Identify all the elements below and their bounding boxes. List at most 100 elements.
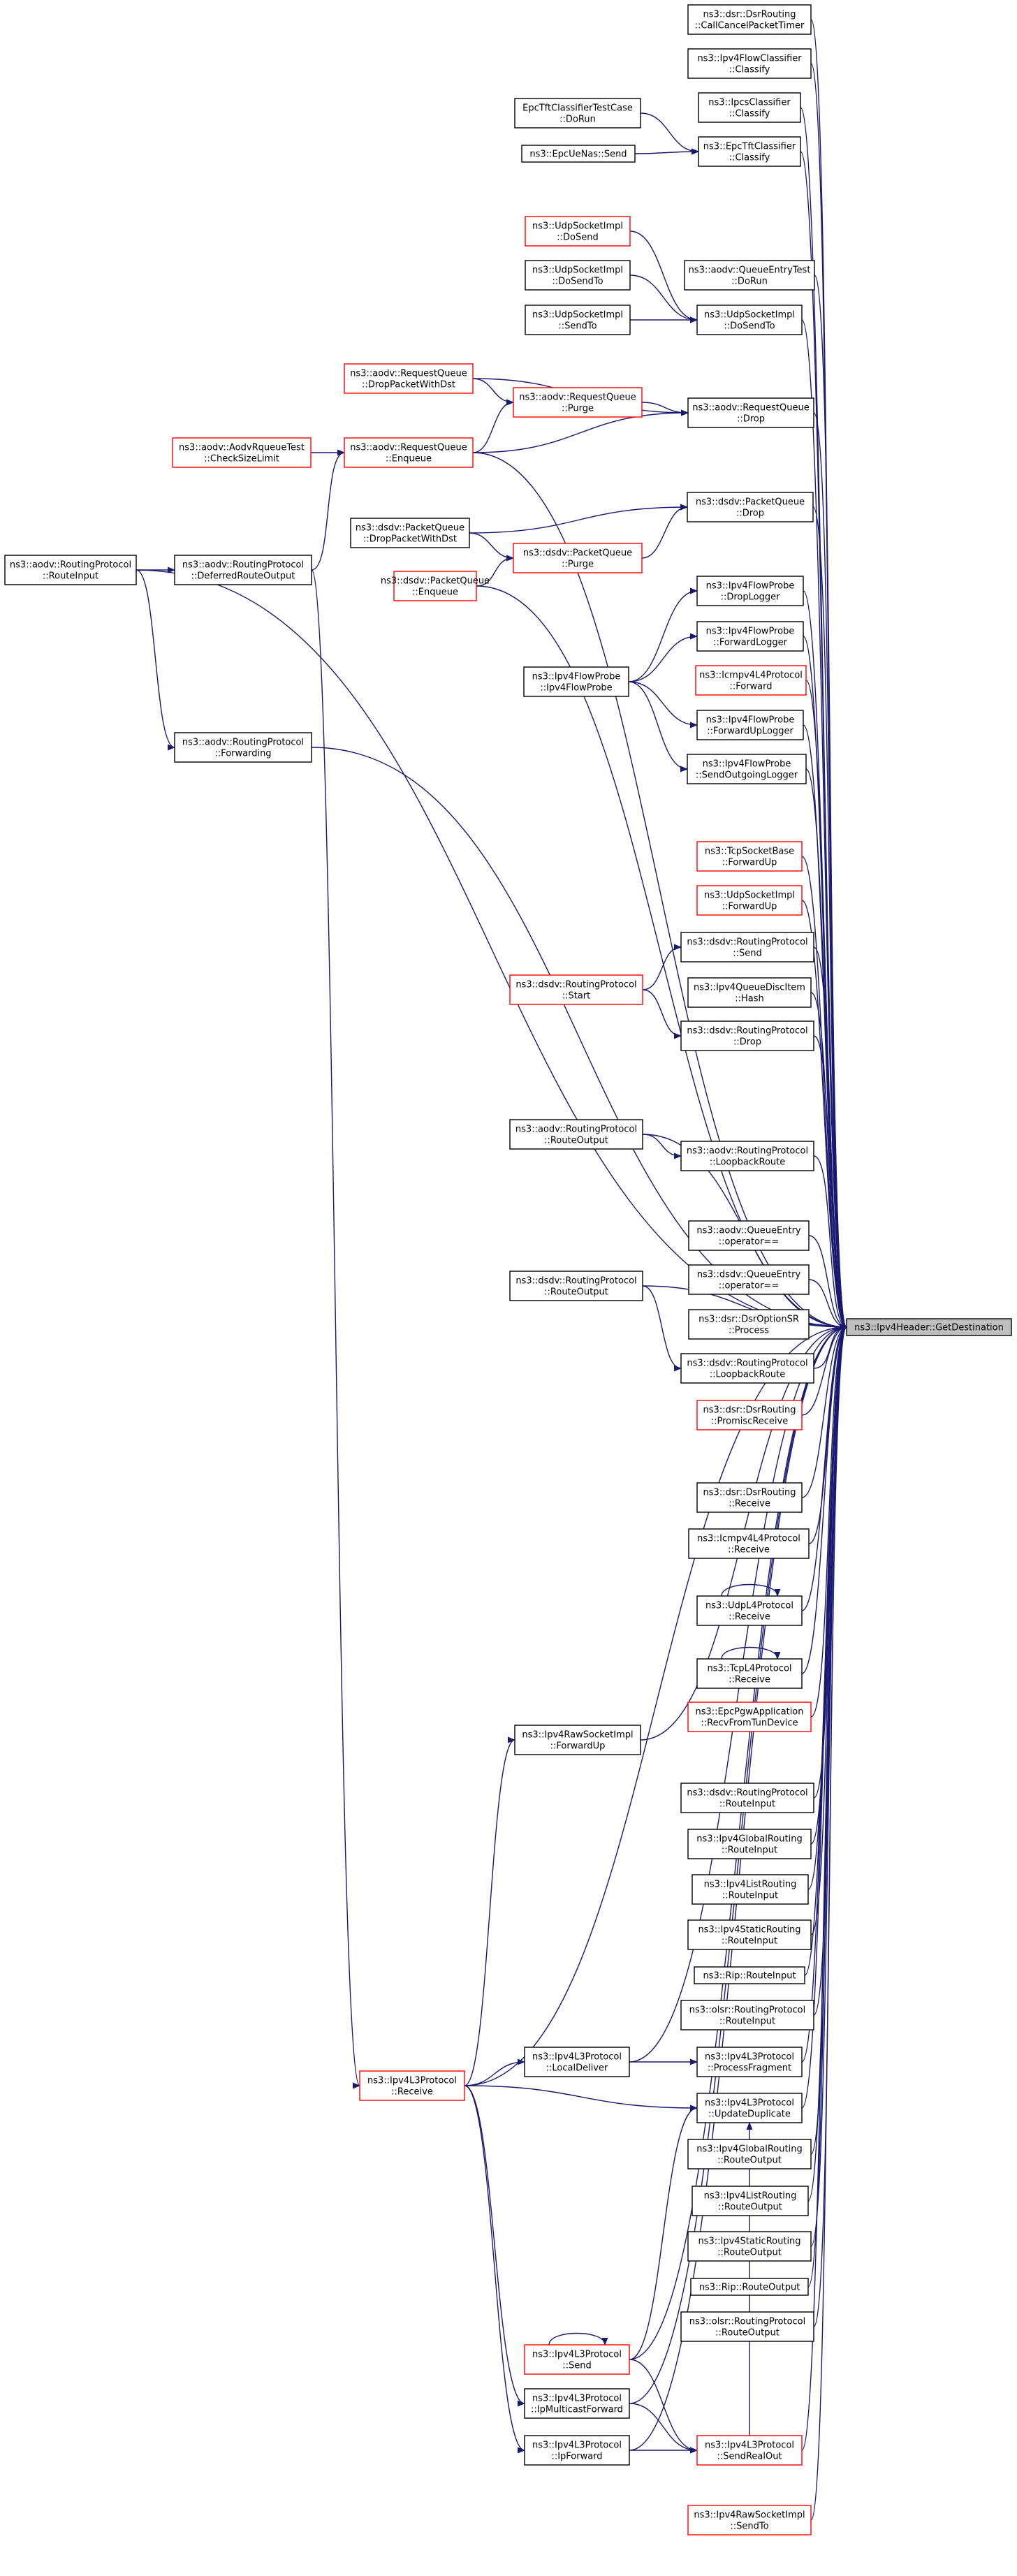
node-label: ns3::Ipv4L3Protocol [705, 2052, 794, 2063]
node-raw_sendto[interactable]: ns3::Ipv4RawSocketImpl::SendTo [687, 2505, 812, 2535]
node-dsdv_start[interactable]: ns3::dsdv::RoutingProtocol::Start [509, 974, 643, 1005]
edge-dsdv_routeoutput-to-target [642, 1285, 848, 1331]
node-udp_dosendto_b[interactable]: ns3::UdpSocketImpl::DoSendTo [696, 305, 803, 335]
node-raw_fwdup[interactable]: ns3::Ipv4RawSocketImpl::ForwardUp [514, 1725, 641, 1755]
node-aodv_qentry_eq[interactable]: ns3::aodv::QueueEntry::operator== [688, 1220, 810, 1251]
node-aodv_rqtest[interactable]: ns3::aodv::AodvRqueueTest::CheckSizeLimi… [172, 437, 312, 468]
node-label: ns3::aodv::RequestQueue [350, 369, 467, 379]
node-aodv_qentry_test[interactable]: ns3::aodv::QueueEntryTest::DoRun [684, 260, 815, 291]
node-fp_droplogger[interactable]: ns3::Ipv4FlowProbe::DropLogger [696, 576, 804, 606]
node-box [687, 4, 812, 35]
node-l3_ipmulticast[interactable]: ns3::Ipv4L3Protocol::IpMulticastForward [524, 2388, 630, 2419]
node-aodv_loopback[interactable]: ns3::aodv::RoutingProtocol::LoopbackRout… [680, 1141, 814, 1171]
node-tcpl4_receive[interactable]: ns3::TcpL4Protocol::Receive [696, 1658, 803, 1689]
node-label: ns3::aodv::RoutingProtocol [687, 1146, 808, 1157]
node-label: ns3::Ipv4FlowProbe [706, 627, 795, 637]
node-icmp_forward[interactable]: ns3::Icmpv4L4Protocol::Forward [695, 665, 807, 696]
node-global_routeinput[interactable]: ns3::Ipv4GlobalRouting::RouteInput [687, 1829, 812, 1859]
edge-dsdv_pq_dropwithdst-to-dsdv_pq_drop [469, 504, 689, 534]
node-l3_send[interactable]: ns3::Ipv4L3Protocol::Send [524, 2344, 630, 2375]
edge-l3_send-to-l3_send [548, 2332, 608, 2346]
node-aodv_rq_drop[interactable]: ns3::aodv::RequestQueue::Drop [687, 397, 814, 428]
node-dsdv_send[interactable]: ns3::dsdv::RoutingProtocol::Send [680, 932, 814, 963]
node-fp_ctor[interactable]: ns3::Ipv4FlowProbe::Ipv4FlowProbe [523, 666, 629, 697]
node-dsdv_pq_purge[interactable]: ns3::dsdv::PacketQueue::Purge [513, 543, 643, 573]
node-box [696, 305, 803, 335]
node-udp_dosend[interactable]: ns3::UdpSocketImpl::DoSend [525, 216, 631, 247]
node-aodv_deferred[interactable]: ns3::aodv::RoutingProtocol::DeferredRout… [174, 555, 312, 585]
node-rip_routeoutput[interactable]: ns3::Rip::RouteOutput [690, 2278, 809, 2296]
node-udpl4_receive[interactable]: ns3::UdpL4Protocol::Receive [696, 1595, 803, 1626]
node-l3_updatedup[interactable]: ns3::Ipv4L3Protocol::UpdateDuplicate [696, 2093, 803, 2123]
node-aodv_rq_purge[interactable]: ns3::aodv::RequestQueue::Purge [513, 387, 643, 418]
node-label: ns3::Ipv4FlowClassifier [697, 54, 802, 64]
edge-tcpl4_receive-to-target [801, 1324, 848, 1674]
node-static_routeoutput[interactable]: ns3::Ipv4StaticRouting::RouteOutput [687, 2231, 812, 2262]
node-aodv_rq_enqueue[interactable]: ns3::aodv::RequestQueue::Enqueue [344, 437, 474, 468]
node-aodv_rq_dropwithdst[interactable]: ns3::aodv::RequestQueue::DropPacketWithD… [344, 363, 474, 394]
node-dsr_callcancel[interactable]: ns3::dsr::DsrRouting::CallCancelPacketTi… [687, 4, 812, 35]
edge-udp_dosendto_a-to-udp_dosendto_b [629, 275, 698, 323]
node-box [509, 1119, 643, 1150]
node-label: ns3::UdpSocketImpl [532, 310, 623, 321]
edge-fp_ctor-to-fp_sendoutlogger [628, 681, 689, 773]
node-aodv_routeinput[interactable]: ns3::aodv::RoutingProtocol::RouteInput [4, 555, 137, 585]
node-dsdv_qentry_eq[interactable]: ns3::dsdv::QueueEntry::operator== [688, 1264, 810, 1295]
node-epctft_testcase[interactable]: EpcTftClassifierTestCase::DoRun [514, 98, 641, 129]
node-dsdv_drop[interactable]: ns3::dsdv::RoutingProtocol::Drop [680, 1020, 814, 1051]
node-ipv4flow_classify[interactable]: ns3::Ipv4FlowClassifier::Classify [687, 48, 812, 79]
node-static_routeinput[interactable]: ns3::Ipv4StaticRouting::RouteInput [687, 1919, 812, 1950]
node-udp_dosendto_a[interactable]: ns3::UdpSocketImpl::DoSendTo [525, 260, 631, 291]
node-label: ns3::aodv::RoutingProtocol [182, 738, 304, 748]
node-box [514, 1725, 641, 1755]
node-dsr_receive[interactable]: ns3::dsr::DsrRouting::Receive [696, 1482, 803, 1513]
node-udp_sendto[interactable]: ns3::UdpSocketImpl::SendTo [525, 305, 631, 335]
node-dsdv_pq_dropwithdst[interactable]: ns3::dsdv::PacketQueue::DropPacketWithDs… [350, 518, 470, 548]
node-epctft_classify[interactable]: ns3::EpcTftClassifier::Classify [698, 136, 801, 167]
node-target[interactable]: ns3::Ipv4Header::GetDestination [846, 1318, 1012, 1336]
node-olsr_routeinput[interactable]: ns3::olsr::RoutingProtocol::RouteInput [680, 2000, 814, 2030]
node-label: ::operator== [719, 1281, 779, 1291]
node-list_routeoutput[interactable]: ns3::Ipv4ListRouting::RouteOutput [692, 2186, 809, 2216]
node-l3_processfrag[interactable]: ns3::Ipv4L3Protocol::ProcessFragment [696, 2047, 803, 2077]
node-olsr_routeoutput[interactable]: ns3::olsr::RoutingProtocol::RouteOutput [680, 2311, 814, 2342]
node-box [696, 2047, 803, 2077]
node-box [687, 492, 814, 522]
node-label: ::Classify [729, 65, 770, 75]
node-epcpgw_recv[interactable]: ns3::EpcPgwApplication::RecvFromTunDevic… [687, 1702, 812, 1732]
node-fp_fwdlogger[interactable]: ns3::Ipv4FlowProbe::ForwardLogger [696, 621, 804, 652]
node-l3_localdeliver[interactable]: ns3::Ipv4L3Protocol::LocalDeliver [524, 2047, 630, 2077]
node-ipcs_classify[interactable]: ns3::IpcsClassifier::Classify [698, 92, 801, 123]
node-qdisc_hash[interactable]: ns3::Ipv4QueueDiscItem::Hash [687, 977, 812, 1008]
node-box [359, 2070, 465, 2101]
edge-dsdv_start-to-dsdv_drop [642, 989, 682, 1039]
node-epcuenas_send[interactable]: ns3::EpcUeNas::Send [521, 145, 636, 163]
node-dsr_optionsr[interactable]: ns3::dsr::DsrOptionSR::Process [688, 1309, 810, 1340]
node-dsdv_routeinput[interactable]: ns3::dsdv::RoutingProtocol::RouteInput [680, 1783, 814, 1813]
edge-aodv_deferred-to-aodv_rq_enqueue [311, 449, 346, 571]
node-label: ns3::olsr::RoutingProtocol [689, 2005, 806, 2016]
node-dsdv_routeoutput[interactable]: ns3::dsdv::RoutingProtocol::RouteOutput [509, 1271, 643, 1301]
node-icmp_receive[interactable]: ns3::Icmpv4L4Protocol::Receive [688, 1528, 810, 1559]
node-l3_ipforward[interactable]: ns3::Ipv4L3Protocol::IpForward [524, 2435, 630, 2466]
node-dsdv_pq_enqueue[interactable]: ns3::dsdv::PacketQueue::Enqueue [381, 571, 490, 601]
edge-l3_send-to-l3_sendrealout [629, 2359, 698, 2454]
node-dsr_promisc[interactable]: ns3::dsr::DsrRouting::PromiscReceive [696, 1400, 803, 1430]
node-fp_sendoutlogger[interactable]: ns3::Ipv4FlowProbe::SendOutgoingLogger [687, 754, 807, 784]
node-aodv_routeoutput[interactable]: ns3::aodv::RoutingProtocol::RouteOutput [509, 1119, 643, 1150]
edge-epcuenas_send-to-epctft_classify [634, 148, 700, 155]
node-box [846, 1318, 1012, 1336]
node-l3_sendrealout[interactable]: ns3::Ipv4L3Protocol::SendRealOut [696, 2435, 803, 2466]
node-dsdv_pq_drop[interactable]: ns3::dsdv::PacketQueue::Drop [687, 492, 814, 522]
node-label: ::LoopbackRoute [710, 1370, 786, 1380]
node-list_routeinput[interactable]: ns3::Ipv4ListRouting::RouteInput [692, 1874, 809, 1905]
node-dsdv_loopback[interactable]: ns3::dsdv::RoutingProtocol::LoopbackRout… [680, 1353, 814, 1384]
node-udp_fwdup[interactable]: ns3::UdpSocketImpl::ForwardUp [696, 885, 803, 916]
node-aodv_forwarding[interactable]: ns3::aodv::RoutingProtocol::Forwarding [174, 732, 312, 763]
node-rip_routeinput[interactable]: ns3::Rip::RouteInput [694, 1966, 805, 1984]
node-l3_receive[interactable]: ns3::Ipv4L3Protocol::Receive [359, 2070, 465, 2101]
node-global_routeoutput[interactable]: ns3::Ipv4GlobalRouting::RouteOutput [687, 2139, 812, 2169]
node-fp_fwduplogger[interactable]: ns3::Ipv4FlowProbe::ForwardUpLogger [696, 710, 804, 740]
node-tcp_fwdup[interactable]: ns3::TcpSocketBase::ForwardUp [696, 841, 803, 872]
